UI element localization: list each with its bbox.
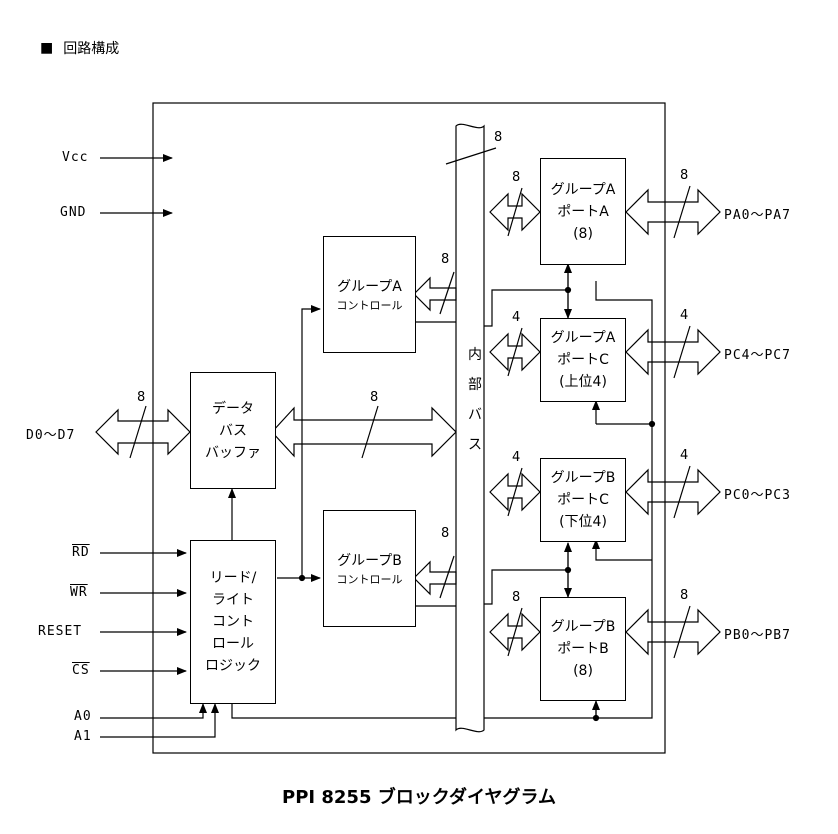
port-c-lower: グループB ポートC (下位4) — [540, 458, 626, 542]
group-b-control-sub: コントロール — [336, 572, 403, 586]
a0-label: A0 — [74, 709, 92, 724]
group-a-control-sub: コントロール — [336, 298, 403, 312]
internal-bus-char-1: 内 — [468, 347, 482, 363]
a1-arrow — [100, 703, 219, 738]
buffer-bus-arrow — [271, 406, 457, 458]
port-a-line-2: ポートA — [557, 203, 609, 220]
group-b-control: グループB コントロール — [323, 510, 416, 627]
wr-label: WR — [70, 585, 88, 600]
internal-bus-char-4: ス — [468, 437, 482, 453]
read-write-control-logic: リード/ ライト コント ロール ロジック — [190, 540, 276, 704]
group-a-control: グループA コントロール — [323, 236, 416, 353]
bus-width-buffer: 8 — [370, 390, 379, 405]
bus-width-pb-out: 8 — [680, 588, 689, 603]
port-c-upper-line-1: グループA — [550, 330, 616, 346]
port-c-upper-line-2: ポートC — [557, 352, 609, 368]
port-b: グループB ポートB (8) — [540, 597, 626, 701]
reset-label: RESET — [38, 624, 83, 639]
pc-lower-label: PC0〜PC3 — [724, 488, 791, 503]
section-title: 回路構成 — [63, 41, 120, 57]
port-c-lower-line-2: ポートC — [557, 492, 609, 508]
pb-label: PB0〜PB7 — [724, 628, 791, 643]
rw-logic-line-3: コント — [212, 614, 254, 630]
bus-width-port-a-in: 8 — [512, 170, 521, 185]
group-b-control-title: グループB — [337, 552, 402, 569]
bus-width-port-cl-in: 4 — [512, 450, 521, 465]
port-a-line-3: (8) — [573, 225, 593, 242]
port-b-line-2: ポートB — [557, 641, 609, 657]
bus-width-port-b-in: 8 — [512, 590, 521, 605]
port-c-upper: グループA ポートC (上位4) — [540, 318, 626, 402]
cs-label: CS — [72, 663, 90, 678]
bus-width-pa-out: 8 — [680, 168, 689, 183]
rd-label: RD — [72, 545, 90, 560]
port-a: グループA ポートA (8) — [540, 158, 626, 265]
port-b-line-1: グループB — [550, 619, 616, 635]
a0-arrow — [100, 703, 207, 719]
port-c-lower-line-3: (下位4) — [559, 514, 607, 530]
internal-bus-char-3: バ — [468, 407, 482, 423]
data-buffer-line-1: データ — [212, 400, 254, 417]
bus-width-group-a: 8 — [441, 252, 450, 267]
gnd-label: GND — [60, 205, 87, 220]
pc-upper-label: PC4〜PC7 — [724, 348, 791, 363]
diagram-caption: PPI 8255 ブロックダイヤグラム — [282, 787, 556, 808]
a1-label: A1 — [74, 729, 92, 744]
bus-width-port-cu-in: 4 — [512, 310, 521, 325]
square-icon: ■ — [40, 40, 54, 56]
internal-bus-label: 内 部 バ ス — [468, 340, 482, 460]
section-header: ■ 回路構成 — [40, 38, 119, 58]
chip-outline — [152, 102, 666, 754]
bus-width-data: 8 — [137, 390, 146, 405]
port-b-line-3: (8) — [573, 663, 593, 679]
group-a-control-title: グループA — [337, 278, 402, 295]
data-buffer-line-3: バッファ — [205, 444, 261, 461]
port-c-lower-line-1: グループB — [550, 470, 616, 486]
rw-logic-line-5: ロジック — [205, 658, 261, 674]
rw-logic-line-1: リード/ — [209, 570, 257, 586]
data-bus-label: D0〜D7 — [26, 428, 76, 443]
bus-width-pcl-out: 4 — [680, 448, 689, 463]
bus-width-pcu-out: 4 — [680, 308, 689, 323]
rw-logic-line-4: ロール — [212, 636, 254, 652]
rw-logic-line-2: ライト — [212, 592, 254, 608]
port-a-line-1: グループA — [550, 181, 616, 198]
internal-bus-column — [455, 123, 485, 733]
data-bus-buffer: データ バス バッファ — [190, 372, 276, 489]
pa-label: PA0〜PA7 — [724, 208, 791, 223]
port-c-upper-line-3: (上位4) — [559, 374, 607, 390]
internal-bus-char-2: 部 — [468, 377, 482, 393]
vcc-label: Vcc — [62, 150, 89, 165]
data-buffer-line-2: バス — [219, 422, 247, 439]
bus-width-internal: 8 — [494, 130, 503, 145]
bus-width-group-b: 8 — [441, 526, 450, 541]
